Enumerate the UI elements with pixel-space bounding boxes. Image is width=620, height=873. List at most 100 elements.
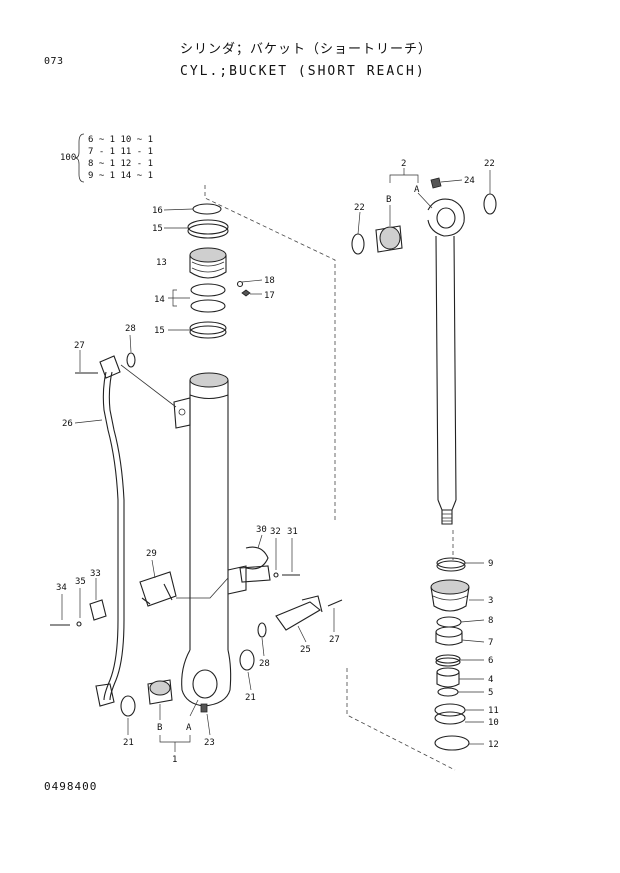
callout-33: 33 — [90, 569, 101, 579]
pipe-26-edge — [108, 371, 125, 701]
callout-22: 22 — [484, 159, 495, 169]
clamp-30-base — [239, 565, 271, 583]
leader-lines — [61, 168, 491, 752]
callout-13: 13 — [156, 258, 167, 268]
rod-cover-13-threads — [191, 261, 225, 273]
piston-3-top — [430, 579, 470, 595]
bolt-27-right — [327, 599, 343, 607]
title-english: CYL.;BUCKET (SHORT REACH) — [180, 64, 426, 79]
callout-9: 9 — [488, 559, 493, 569]
callout-27: 27 — [74, 341, 85, 351]
callout-25: 25 — [300, 645, 311, 655]
tube-band — [189, 394, 229, 400]
bushing-b2-face — [379, 226, 401, 250]
callout-11: 11 — [488, 706, 499, 716]
callout-16: 16 — [152, 206, 163, 216]
piston-3-band — [432, 595, 468, 601]
piston-rod-assembly — [351, 177, 497, 525]
callout-15: 15 — [152, 224, 163, 234]
ring-15-lower-edge — [189, 325, 227, 339]
pipe-elbow-bottom — [95, 683, 115, 707]
callout-28: 28 — [125, 324, 136, 334]
callout-10: 10 — [488, 718, 499, 728]
callout-23: 23 — [204, 738, 215, 748]
oring-12 — [434, 735, 470, 751]
seal-21-left — [120, 695, 136, 717]
clamp-29-detail — [141, 583, 173, 605]
callout-27: 27 — [329, 635, 340, 645]
bottom-eye-bore — [192, 669, 218, 699]
head-parts-stack — [187, 203, 251, 339]
callout-7: 7 — [488, 638, 493, 648]
callout-35: 35 — [75, 577, 86, 587]
callout-28: 28 — [259, 659, 270, 669]
callout-18: 18 — [264, 276, 275, 286]
cylinder-tube — [173, 372, 247, 713]
seal-22-right — [483, 193, 497, 215]
callout-3: 3 — [488, 596, 493, 606]
flange-hole — [178, 408, 186, 416]
bottom-pin-assembly — [120, 649, 255, 717]
nut-17 — [241, 289, 251, 297]
callout-b: B — [386, 195, 391, 205]
kit-reference: 100 6 ~ 1 10 ~ 1 7 - 1 11 - 1 8 ~ 1 12 -… — [60, 133, 153, 183]
callout-b: B — [157, 723, 162, 733]
rod-neck — [437, 499, 457, 511]
kit-row: 9 ~ 1 14 ~ 1 — [88, 171, 153, 181]
kit-row: 7 - 1 11 - 1 — [88, 147, 153, 157]
seal-21-right — [239, 649, 255, 671]
assembly-line — [204, 185, 336, 520]
callouts: 16 15 13 14 15 18 17 28 27 26 29 33 35 3… — [56, 159, 499, 765]
tube-mouth — [189, 372, 229, 388]
clamp-30 — [245, 546, 269, 570]
piston-stack — [430, 557, 470, 751]
clamp-guide — [176, 577, 229, 599]
callout-26: 26 — [62, 419, 73, 429]
callout-6: 6 — [488, 656, 493, 666]
pipe-25-group — [257, 595, 343, 638]
callout-21: 21 — [123, 738, 134, 748]
seal-9-edge — [436, 560, 466, 572]
seal-22-left — [351, 233, 365, 255]
rod-thread — [441, 510, 453, 525]
grease-fitting-24 — [430, 177, 442, 189]
oring-28-right — [257, 622, 267, 638]
snap-ring-16 — [192, 203, 222, 215]
ring-15-lower — [189, 321, 227, 335]
tube-lower-port — [227, 565, 247, 595]
pipe-to-tube-guide — [120, 364, 177, 408]
pipe-assembly — [50, 352, 229, 707]
ring-5 — [437, 687, 459, 697]
callout-30: 30 — [256, 525, 267, 535]
callout-22: 22 — [354, 203, 365, 213]
ring-15-upper — [187, 219, 229, 235]
kit-brace — [74, 133, 85, 183]
callout-1: 1 — [172, 755, 177, 765]
clamp-30-group — [239, 546, 300, 583]
ring-7-top — [435, 626, 463, 638]
callout-29: 29 — [146, 549, 157, 559]
callout-12: 12 — [488, 740, 499, 750]
pipe-flange-top — [99, 355, 121, 379]
callout-5: 5 — [488, 688, 493, 698]
kit-row: 8 ~ 1 12 - 1 — [88, 159, 153, 169]
grease-fitting-23 — [200, 703, 208, 713]
title-japanese: シリンダ；バケット（ショートリーチ） — [180, 42, 433, 57]
seal-14b — [190, 299, 226, 313]
nut-4 — [436, 672, 460, 688]
bolt-18 — [236, 280, 244, 288]
oring-28-left — [126, 352, 136, 368]
ring-6-edge — [435, 657, 461, 667]
drawing-number: 0498400 — [44, 780, 98, 793]
tube-body — [189, 380, 229, 650]
ring-10 — [434, 711, 466, 725]
rod-cover-13 — [189, 255, 227, 279]
ring-8 — [436, 616, 462, 628]
callout-2: 2 — [401, 159, 406, 169]
rod-thread-lines — [442, 513, 452, 522]
pipe-25-elbow — [301, 595, 323, 613]
nut-4-top — [436, 667, 460, 677]
kit-row: 6 ~ 1 10 ~ 1 — [88, 135, 153, 145]
kit-label: 100 — [60, 153, 76, 163]
